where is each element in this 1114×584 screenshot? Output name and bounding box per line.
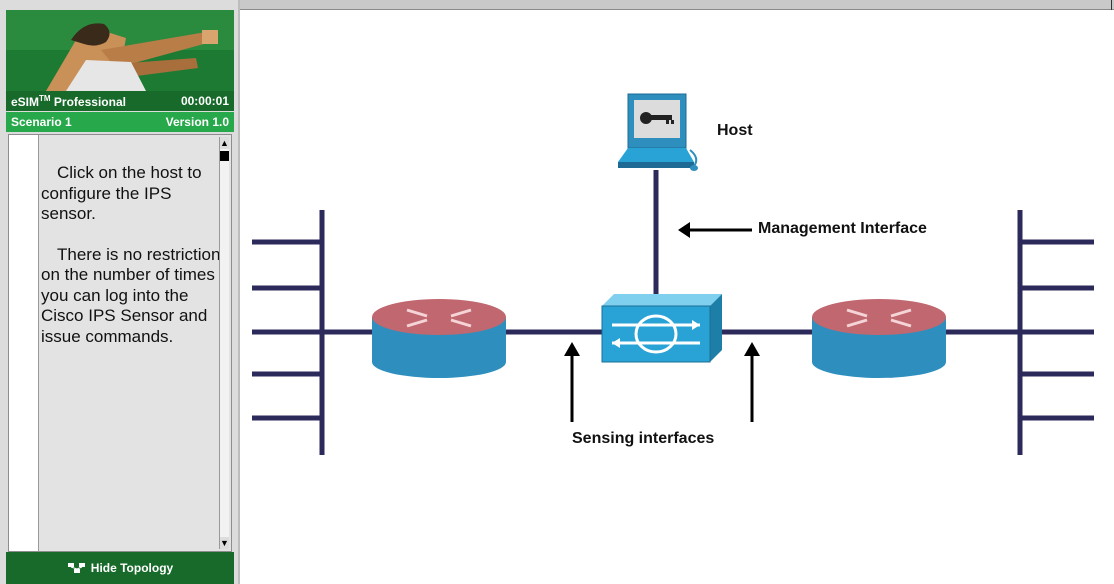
banner-image <box>6 10 234 91</box>
instructions-panel: Click on the host to configure the IPS s… <box>8 134 232 552</box>
timer: 00:00:01 <box>180 94 229 108</box>
instructions-margin <box>9 135 39 551</box>
scenario-label: Scenario 1 <box>11 115 72 129</box>
product-name: eSIMTM Professional <box>11 93 126 109</box>
instruction-paragraph-1: Click on the host to configure the IPS s… <box>41 163 202 223</box>
hide-topology-label: Hide Topology <box>90 561 174 575</box>
instructions-scrollbar[interactable]: ▲ ▼ <box>219 137 229 549</box>
instructions-text: Click on the host to configure the IPS s… <box>41 163 221 367</box>
router-right-icon <box>812 299 946 378</box>
sensing-interfaces-label: Sensing interfaces <box>572 430 715 447</box>
version-label: Version 1.0 <box>165 115 229 129</box>
scroll-down-arrow-icon[interactable]: ▼ <box>220 537 229 549</box>
computer-icon <box>618 93 698 171</box>
topology-canvas: Host Management Interface Sensing interf… <box>242 10 1114 584</box>
host-label[interactable]: Host <box>717 122 753 139</box>
instruction-paragraph-2: There is no restriction on the number of… <box>41 244 221 346</box>
top-window-strip <box>0 0 1114 10</box>
ips-sensor-icon <box>601 294 722 363</box>
left-panel: eSIMTM Professional 00:00:01 Scenario 1 … <box>0 0 240 584</box>
title-bar: eSIMTM Professional 00:00:01 <box>6 91 234 111</box>
management-interface-label: Management Interface <box>758 220 927 237</box>
hide-topology-button[interactable]: Hide Topology <box>6 552 234 584</box>
scroll-thumb[interactable] <box>220 151 229 161</box>
window-edge <box>1111 0 1112 10</box>
scenario-bar: Scenario 1 Version 1.0 <box>6 112 234 132</box>
router-left-icon <box>372 299 506 378</box>
network-icon <box>67 563 85 573</box>
scroll-up-arrow-icon[interactable]: ▲ <box>220 137 229 149</box>
